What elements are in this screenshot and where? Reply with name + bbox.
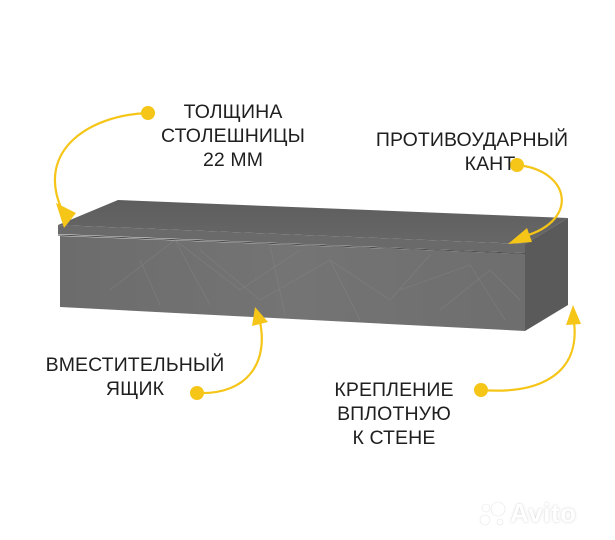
mount-arrowhead bbox=[566, 305, 581, 325]
callout-arrows bbox=[54, 111, 576, 395]
callout-thickness-line2: СТОЛЕШНИЦЫ bbox=[161, 125, 305, 147]
shelf-countertop-edge bbox=[58, 225, 525, 253]
mount-dot bbox=[474, 383, 488, 397]
shelf-top-surface bbox=[58, 200, 568, 244]
thickness-arrowhead bbox=[56, 203, 76, 228]
edge-arrowhead bbox=[508, 228, 532, 244]
callout-thickness-line3: 22 ММ bbox=[202, 149, 264, 171]
edge-arrow-line bbox=[515, 163, 563, 238]
callout-mount-line2: ВПЛОТНУЮ bbox=[337, 403, 451, 425]
edge-dot bbox=[510, 158, 524, 172]
mount-arrow-line bbox=[479, 320, 576, 392]
drawer-arrowhead bbox=[252, 307, 268, 326]
callout-drawer-line2: ЯЩИК bbox=[105, 378, 165, 400]
drawer-dot bbox=[190, 386, 204, 400]
callout-edge-line1: ПРОТИВОУДАРНЫЙ bbox=[375, 129, 569, 151]
drawer-front bbox=[60, 236, 525, 331]
drawer-arrow-line bbox=[195, 320, 263, 395]
callout-mount: КРЕПЛЕНИЕ ВПЛОТНУЮ К СТЕНЕ bbox=[320, 378, 468, 450]
callout-edge: ПРОТИВОУДАРНЫЙ КАНТ bbox=[362, 128, 582, 176]
wall-shelf bbox=[57, 200, 568, 331]
thickness-arrow-line bbox=[54, 111, 150, 212]
callout-mount-line1: КРЕПЛЕНИЕ bbox=[334, 379, 454, 401]
callout-markers bbox=[56, 106, 581, 400]
callout-thickness: ТОЛЩИНА СТОЛЕШНИЦЫ 22 ММ bbox=[158, 100, 308, 172]
thickness-dot bbox=[141, 106, 155, 120]
avito-watermark: Avito bbox=[510, 498, 577, 528]
shelf-right-side bbox=[525, 218, 568, 331]
marble-texture bbox=[109, 239, 521, 321]
callout-thickness-line1: ТОЛЩИНА bbox=[183, 101, 283, 123]
callout-mount-line3: К СТЕНЕ bbox=[352, 427, 436, 449]
callout-edge-line2: КАНТ bbox=[464, 153, 516, 175]
avito-logo-icon bbox=[479, 501, 506, 526]
callout-drawer: ВМЕСТИТЕЛЬНЫЙ ЯЩИК bbox=[32, 353, 238, 401]
callout-drawer-line1: ВМЕСТИТЕЛЬНЫЙ bbox=[45, 354, 225, 376]
